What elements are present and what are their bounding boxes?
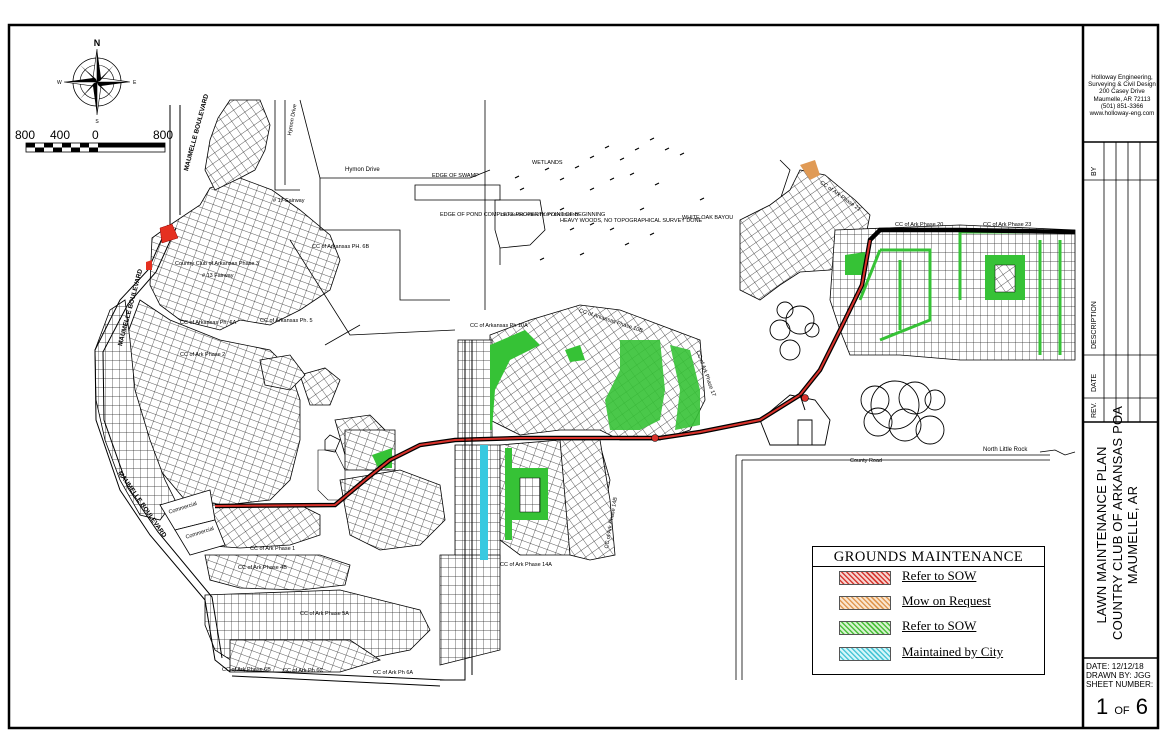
- legend-label-green: Refer to SOW: [902, 618, 977, 633]
- revision-rev-label: REV.: [1091, 402, 1098, 418]
- company-phone: (501) 851-3366: [1100, 102, 1144, 110]
- revision-by-label: BY: [1091, 166, 1098, 176]
- project-title-line-3: MAUMELLE, AR: [1125, 485, 1140, 585]
- cc-phase-5a-label: CC of Ark Phase 5A: [300, 611, 349, 617]
- company-services: Surveying & Civil Design: [1088, 81, 1156, 89]
- sheet-number: 1 OF 6: [1086, 694, 1158, 720]
- sheet-number-of: OF: [1114, 705, 1130, 717]
- east-neighborhoods: [739, 160, 1076, 446]
- drawn-by: DRAWN BY: JGG: [1086, 671, 1151, 680]
- hymon-drive-label: Hymon Drive: [345, 167, 380, 173]
- compass-rose: N S E W: [57, 38, 137, 125]
- edge-of-swamp-label: EDGE OF SWAMP: [432, 173, 479, 179]
- legend-swatch-cyan: [839, 647, 891, 661]
- sheet-date: DATE: 12/12/18: [1086, 662, 1144, 671]
- company-city: Maumelle, AR 72113: [1093, 95, 1151, 103]
- north-parcel-lines: [274, 99, 1076, 680]
- scale-label-0: 0: [92, 128, 99, 142]
- legend-label-orange: Mow on Request: [902, 593, 991, 608]
- compass-w: W: [57, 80, 62, 86]
- legend-swatch-green: [839, 621, 891, 635]
- cc-ph-6c-label: CC of Ark Ph 6C: [283, 668, 324, 674]
- company-street: 200 Casey Drive: [1099, 88, 1145, 96]
- cc-phase-23-label: CC of Ark Phase 23: [983, 222, 1032, 228]
- cc-phase-4b-label: CC of Ark Phase 4B: [238, 565, 287, 571]
- cc-phase-14a-label: CC of Ark Phase 14A: [500, 562, 552, 568]
- county-road-label: County Road: [850, 458, 883, 464]
- grounds-maintenance-legend: GROUNDS MAINTENANCE Refer to SOW Mow on …: [812, 546, 1045, 675]
- wetland-marks: [514, 137, 705, 261]
- company-name: Holloway Engineering,: [1091, 74, 1153, 81]
- cc-ph-6a-label: CC of Arkansas Ph. 6A: [180, 320, 237, 326]
- scale-label-800-right: 800: [153, 128, 174, 142]
- legend-swatch-red: [839, 571, 891, 585]
- scale-label-400: 400: [50, 128, 71, 142]
- cc-ph-6b-label: CC of Arkansas PH. 6B: [312, 244, 370, 250]
- project-title: LAWN MAINTENANCE PLAN COUNTRY CLUB OF AR…: [1094, 405, 1141, 640]
- revision-description-label: DESCRIPTION: [1091, 301, 1098, 349]
- company-website: www.holloway-eng.com: [1089, 110, 1155, 118]
- compass-e: E: [133, 80, 137, 86]
- cc-ph-5-label: CC of Arkansas Ph. 5: [260, 318, 313, 324]
- central-neighborhoods: [317, 304, 706, 666]
- project-title-line-2: COUNTRY CLUB OF ARKANSAS POA: [1109, 405, 1125, 640]
- company-info: Holloway Engineering, Surveying & Civil …: [1086, 74, 1158, 117]
- legend-swatch-orange: [839, 596, 891, 610]
- edge-of-pond-label: EDGE OF POND COMPLETE PROPERTY POINT OF …: [440, 212, 606, 218]
- north-little-rock-label: North Little Rock: [983, 447, 1028, 453]
- west-neighborhoods: [94, 99, 446, 673]
- fairway-13-label: # 13 Fairway: [202, 273, 234, 279]
- drainage-easement-label: DRAINAGE AND UTILITY EASEMENT: [501, 212, 579, 217]
- cc-phase-2-label: CC of Ark Phase 2: [180, 352, 226, 358]
- sheet-number-label: SHEET NUMBER:: [1086, 680, 1154, 689]
- cc-phase-1-label: CC of Ark Phase 1: [250, 546, 296, 552]
- sheet-meta: DATE: 12/12/18 DRAWN BY: JGG SHEET NUMBE…: [1086, 662, 1158, 689]
- revision-date-label: DATE: [1091, 373, 1098, 392]
- cc-phase-20-label: CC of Ark Phase 20: [895, 222, 944, 228]
- cc-ph-6a-2-label: CC of Ark Ph 6A: [373, 670, 414, 676]
- legend-title: GROUNDS MAINTENANCE: [813, 547, 1044, 567]
- compass-s: S: [95, 119, 99, 125]
- sheet-number-total: 6: [1135, 694, 1149, 719]
- cc-phase-6b-label: CC of Ark Phase 6B: [222, 667, 271, 673]
- legend-label-cyan: Maintained by City: [902, 644, 1004, 659]
- compass-n: N: [94, 38, 101, 48]
- sheet-number-current: 1: [1095, 694, 1109, 719]
- heavy-woods-label: HEAVY WOODS, NO TOPOGRAPHICAL SURVEY DON…: [560, 218, 703, 224]
- fairway-17-label: # 17 Fairway: [273, 198, 305, 204]
- wetlands-label: WETLANDS: [532, 160, 563, 166]
- scale-label-800-left: 800: [15, 128, 36, 142]
- scale-bar: [25, 142, 166, 153]
- project-title-line-1: LAWN MAINTENANCE PLAN: [1094, 446, 1109, 624]
- white-oak-bayou-label: WHITE OAK BAYOU: [682, 215, 734, 221]
- cc-phase-3-label: Country Club of Arkansas Phase 3: [175, 261, 260, 267]
- cc-ph-10a-label: CC of Arkansas Ph 10A: [470, 323, 528, 329]
- legend-label-red: Refer to SOW: [902, 568, 977, 583]
